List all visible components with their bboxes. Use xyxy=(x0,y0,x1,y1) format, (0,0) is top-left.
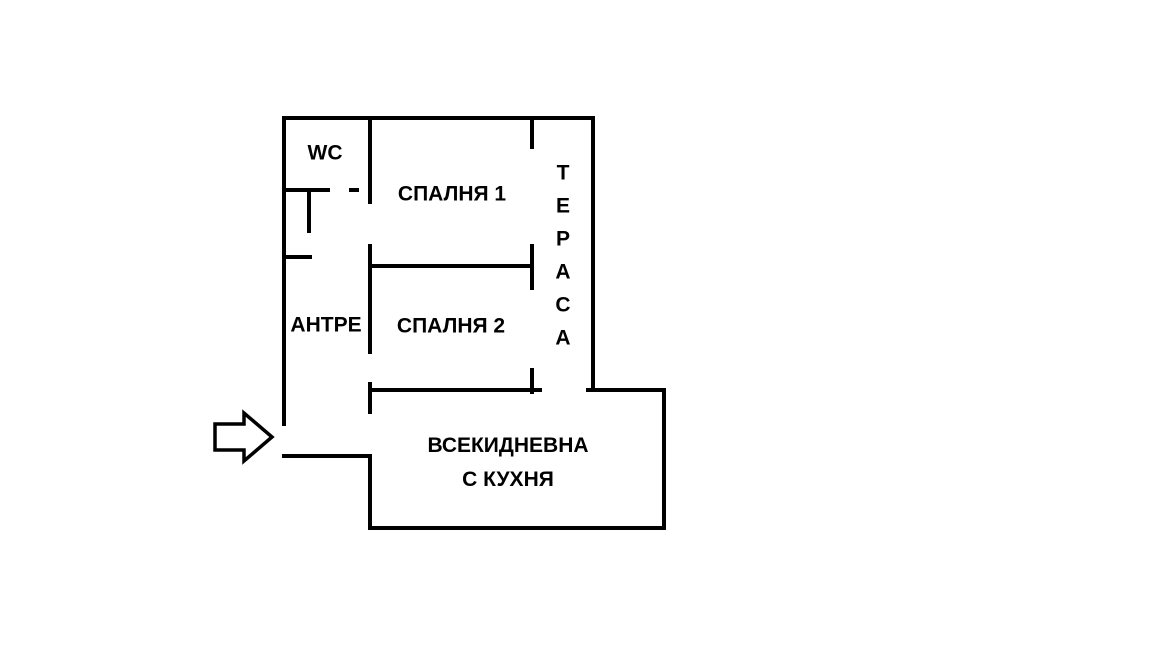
living-room-label: ВСЕКИДНЕВНА С КУХНЯ xyxy=(427,429,588,497)
terrace-letter: Р xyxy=(555,227,571,251)
terrace-letter: С xyxy=(555,293,571,317)
terrace-letter: Т xyxy=(556,161,570,185)
terrace-letter: А xyxy=(555,326,571,350)
bedroom1-label: СПАЛНЯ 1 xyxy=(397,182,507,206)
hall-label: АНТРЕ xyxy=(290,313,362,337)
living-room-label-line1: ВСЕКИДНЕВНА xyxy=(427,434,589,457)
terrace-letter: Е xyxy=(555,194,571,218)
terrace-letter: А xyxy=(555,260,571,284)
wc-label: WC xyxy=(307,141,343,165)
living-room-label-line2: С КУХНЯ xyxy=(462,468,554,491)
bedroom2-label: СПАЛНЯ 2 xyxy=(396,314,506,338)
arrow-right-icon xyxy=(213,409,275,465)
